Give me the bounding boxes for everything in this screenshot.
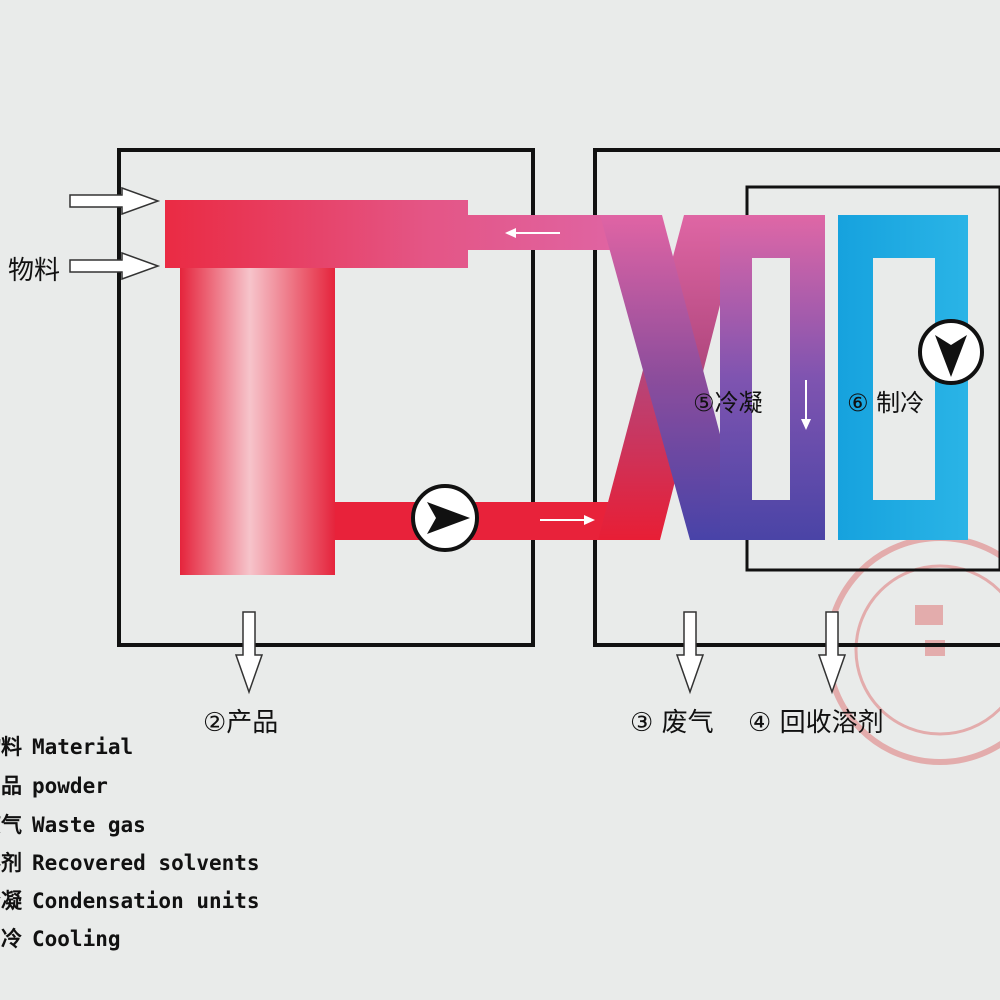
- legend-item: 物料Material: [0, 735, 133, 759]
- dryer-frame: [117, 148, 535, 647]
- solvent-outlet-arrow: [817, 611, 847, 695]
- pump-icon: [918, 319, 984, 385]
- cooling-loop: [838, 215, 968, 540]
- arrow-down-icon: [801, 380, 811, 430]
- legend: 物料Material 产品powder 废气Waste gas 回收溶剂Reco…: [0, 735, 260, 951]
- pump-icon: [411, 484, 479, 552]
- product-label: ②产品: [203, 708, 278, 738]
- feed-inlet-arrow-bottom: [69, 251, 161, 281]
- legend-item: 冷凝Condensation units: [0, 889, 260, 913]
- cooling-label: ⑥ 制冷: [847, 389, 924, 417]
- legend-item: 制冷Cooling: [0, 927, 121, 951]
- feed-label: 物料: [8, 256, 60, 286]
- legend-item: 产品powder: [0, 774, 108, 798]
- crossover-pipe-falling: [600, 215, 748, 540]
- hot-air-duct: [165, 200, 640, 268]
- arrow-right-icon: [540, 515, 595, 525]
- feed-inlet-arrow-top: [69, 186, 161, 216]
- waste-gas-label: ③ 废气: [630, 708, 714, 738]
- legend-item: 废气Waste gas: [0, 813, 146, 837]
- condenser-loop: [720, 215, 825, 540]
- waste-gas-outlet-arrow: [675, 611, 705, 695]
- recovery-frame: [593, 148, 1000, 647]
- drying-column: [180, 268, 335, 575]
- legend-item: 回收溶剂Recovered solvents: [0, 851, 260, 875]
- condensation-label: ⑤冷凝: [693, 389, 763, 417]
- recovered-solvent-label: ④ 回收溶剂: [748, 708, 884, 738]
- product-outlet-arrow: [234, 611, 264, 695]
- arrow-left-icon: [505, 228, 560, 238]
